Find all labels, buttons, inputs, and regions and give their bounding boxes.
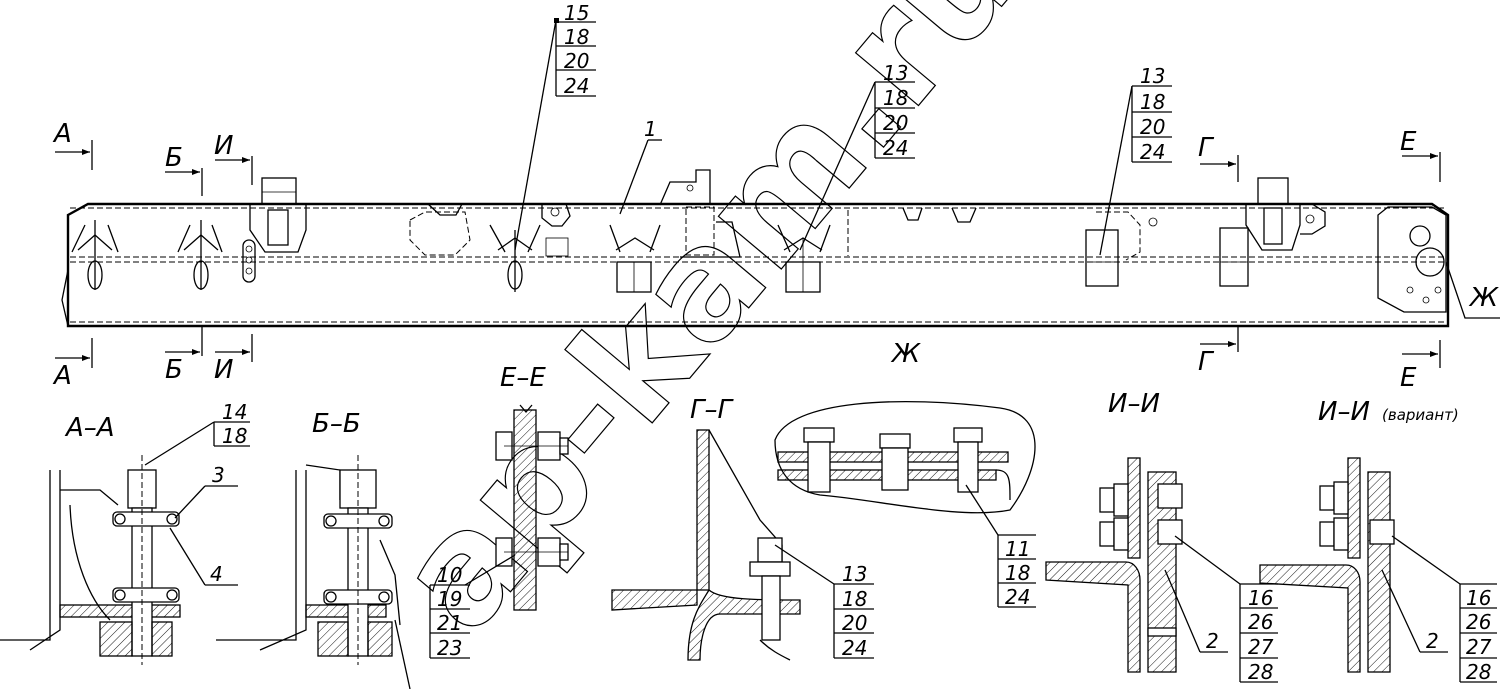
svg-text:26: 26 — [1466, 610, 1491, 634]
svg-text:16: 16 — [1466, 586, 1491, 610]
callout-15: 15 18 20 24 — [514, 1, 596, 251]
svg-text:10: 10 — [437, 563, 462, 587]
svg-text:24: 24 — [1005, 585, 1030, 609]
section-ii-variant-title: И–И — [1318, 397, 1370, 427]
v-bracket-4 — [609, 224, 661, 293]
svg-text:11: 11 — [1005, 537, 1030, 561]
link-plate — [242, 239, 256, 283]
beam-break — [61, 269, 69, 327]
callout-13b: 13 18 20 24 — [1099, 64, 1172, 256]
callout-4: 4 — [169, 527, 238, 586]
section-ii-variant: И–И (вариант) — [1259, 397, 1459, 673]
callout-1: 1 — [619, 117, 662, 215]
bracket-g-2 — [1219, 227, 1249, 287]
tab-2 — [902, 207, 923, 221]
svg-text:18: 18 — [1005, 561, 1030, 585]
svg-text:20: 20 — [564, 49, 589, 73]
callout-13a: 13 18 20 24 — [799, 61, 915, 251]
svg-text:24: 24 — [564, 74, 589, 98]
v-bracket-5 — [777, 224, 831, 293]
svg-text:27: 27 — [1248, 635, 1274, 659]
cut-a-top: А — [52, 119, 72, 149]
svg-text:13: 13 — [883, 61, 908, 85]
svg-text:20: 20 — [1140, 115, 1165, 139]
svg-text:28: 28 — [1248, 660, 1273, 684]
section-bb-title: Б–Б — [312, 409, 361, 439]
svg-text:21: 21 — [437, 611, 462, 635]
svg-text:24: 24 — [842, 636, 867, 660]
svg-text:18: 18 — [883, 86, 908, 110]
view-zh — [774, 400, 1036, 514]
cut-e-top: Е — [1400, 127, 1417, 157]
tall-bracket-left — [249, 177, 307, 253]
svg-text:23: 23 — [437, 636, 462, 660]
callout-16a: 16 26 27 28 — [1174, 535, 1278, 684]
tab-3 — [951, 207, 977, 223]
svg-text:24: 24 — [883, 136, 908, 160]
view-zh-marker: Ж — [1468, 283, 1499, 313]
tall-bracket-right — [1245, 177, 1326, 251]
svg-text:13: 13 — [842, 562, 867, 586]
callout-10: 10 19 21 23 — [429, 554, 516, 660]
svg-text:15: 15 — [564, 1, 589, 25]
svg-text:24: 24 — [1140, 140, 1165, 164]
callout-2b: 2 — [1381, 569, 1448, 653]
cut-e-bot: Е — [1400, 363, 1417, 393]
section-ii: И–И — [1045, 389, 1183, 673]
svg-text:2: 2 — [1206, 629, 1219, 653]
cut-g-top: Г — [1198, 133, 1215, 163]
svg-text:20: 20 — [883, 111, 908, 135]
callout-11: 11 18 24 — [965, 484, 1036, 609]
svg-text:14: 14 — [222, 400, 247, 424]
svg-text:4: 4 — [210, 562, 223, 586]
v-bracket-1 — [71, 220, 119, 290]
callout-13c: 13 18 20 24 — [774, 544, 874, 660]
svg-text:26: 26 — [1248, 610, 1273, 634]
svg-text:28: 28 — [1466, 660, 1491, 684]
central-bracket — [659, 169, 741, 258]
callout-14: 14 18 — [144, 400, 250, 466]
callout-3: 3 — [174, 463, 238, 519]
bracket-g-1 — [1085, 211, 1158, 287]
svg-text:18: 18 — [1140, 90, 1165, 114]
v-bracket-3 — [489, 224, 541, 292]
cut-markers: А А Б Б И И Г Г Е Е Ж Ж — [52, 119, 1500, 393]
svg-text:19: 19 — [437, 587, 462, 611]
section-ii-title: И–И — [1108, 389, 1160, 419]
svg-text:1: 1 — [644, 117, 657, 141]
section-gg-title: Г–Г — [690, 395, 734, 425]
tab-1 — [409, 203, 471, 256]
svg-text:18: 18 — [842, 587, 867, 611]
svg-text:20: 20 — [842, 611, 867, 635]
callout-16b: 16 26 27 28 — [1391, 535, 1497, 684]
section-aa: А–А — [0, 413, 181, 665]
cut-g-bot: Г — [1198, 347, 1215, 377]
clip-1 — [541, 203, 571, 257]
callout-2a: 2 — [1164, 569, 1228, 653]
section-ii-variant-suffix: (вариант) — [1382, 406, 1459, 424]
svg-text:16: 16 — [1248, 586, 1273, 610]
view-zh-title: Ж — [890, 339, 921, 369]
end-plate — [1377, 206, 1447, 313]
svg-text:3: 3 — [212, 463, 225, 487]
cut-a-bot: А — [52, 361, 72, 391]
section-aa-title: А–А — [64, 413, 115, 443]
svg-text:27: 27 — [1466, 635, 1492, 659]
svg-text:13: 13 — [1140, 64, 1165, 88]
section-ee-title: Е–Е — [500, 363, 546, 393]
section-gg: Г–Г — [611, 395, 801, 661]
svg-text:18: 18 — [564, 25, 589, 49]
cut-b-bot: Б — [165, 355, 183, 385]
svg-text:18: 18 — [222, 424, 247, 448]
main-beam-view — [61, 169, 1450, 328]
cut-i-bot: И — [214, 355, 233, 385]
section-ee: Е–Е — [495, 363, 569, 611]
cut-i-top: И — [214, 131, 233, 161]
section-bb: Б–Б — [216, 409, 411, 690]
v-bracket-2 — [177, 220, 223, 290]
svg-text:2: 2 — [1426, 629, 1439, 653]
cut-b-top: Б — [165, 143, 183, 173]
